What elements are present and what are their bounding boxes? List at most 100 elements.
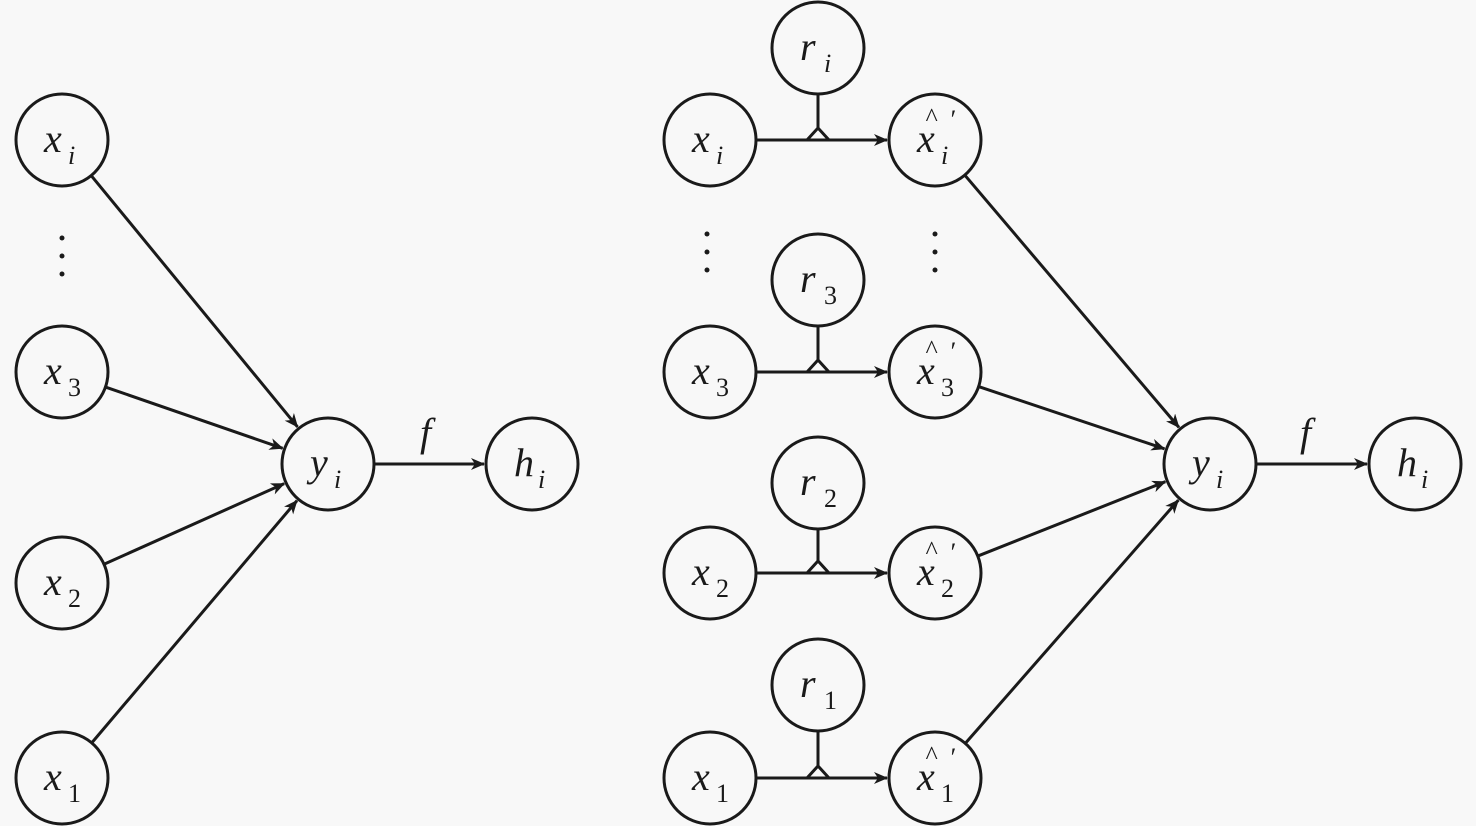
right-input-x_1-subscript: 1 (716, 779, 729, 808)
thinned-node-xhat_2-label: x (916, 549, 935, 594)
right-input-x_2-subscript: 2 (716, 574, 729, 603)
thinned-node-xhat_i-label: x (916, 116, 935, 161)
right-edge-xhat_3-to-y (978, 385, 1166, 451)
mask-node-r_2-label: r (800, 459, 816, 504)
right-sum-node-subscript: i (1216, 465, 1223, 494)
right-input-ellipsis (704, 231, 710, 273)
right-input-x_3-circle (662, 324, 758, 420)
thinned-node-xhat_2-hat: ^ (925, 536, 938, 565)
left-input-x_1-circle (14, 730, 110, 826)
ellipsis-dot (704, 249, 710, 255)
ellipsis-dot (704, 231, 710, 237)
left-input-x_3-label: x (43, 348, 62, 393)
left-input-x_2-subscript: 2 (68, 584, 81, 613)
mask-node-r_1-label: r (800, 661, 816, 706)
thinned-node-xhat_i-hat: ^ (925, 103, 938, 132)
right-edge-xhat_i-to-y (963, 174, 1181, 429)
left-input-x_i-subscript: i (68, 141, 75, 170)
right-output-node-subscript: i (1421, 465, 1428, 494)
right-activation-label: f (1300, 410, 1316, 455)
left-activation-label: f (420, 410, 436, 455)
left-sum-node-subscript: i (334, 465, 341, 494)
right-sum-node-circle (1162, 416, 1258, 512)
mask-node-r_2-circle (770, 435, 866, 531)
ellipsis-dot (59, 235, 65, 241)
right-input-x_1-circle (662, 730, 758, 826)
thinned-node-xhat_i-subscript: i (941, 141, 948, 170)
right-input-x_i-label: x (691, 116, 710, 161)
thinned-node-xhat_1-prime: ′ (949, 743, 955, 772)
left-input-x_3-circle (14, 324, 110, 420)
right-input-x_i-subscript: i (716, 141, 723, 170)
right-output-node-label: h (1397, 440, 1417, 485)
left-edge-x_i-to-y (90, 174, 299, 428)
thinned-node-xhat_2-circle (887, 525, 983, 621)
thinned-node-xhat_2-subscript: 2 (941, 574, 954, 603)
mask-node-r_i-subscript: i (824, 49, 831, 78)
thinned-node-xhat_2-prime: ′ (949, 538, 955, 567)
left-edge-x_3-to-y (104, 385, 284, 450)
left-input-x_3-subscript: 3 (68, 373, 81, 402)
right-input-x_3-label: x (691, 348, 710, 393)
left-input-x_i-label: x (43, 116, 62, 161)
mask-gate-icon (805, 125, 831, 142)
mask-gate-icon (805, 558, 831, 575)
thinned-node-xhat_1-hat: ^ (925, 741, 938, 770)
thinned-node-xhat_1-label: x (916, 754, 935, 799)
thinned-node-xhat_1-circle (887, 730, 983, 826)
left-input-x_1-subscript: 1 (68, 779, 81, 808)
ellipsis-dot (932, 267, 938, 273)
left-output-node-circle (484, 416, 580, 512)
ellipsis-dot (932, 231, 938, 237)
right-sum-node-label: y (1188, 440, 1210, 485)
mask-node-r_1-subscript: 1 (824, 686, 837, 715)
right-output-node-circle (1367, 416, 1463, 512)
ellipsis-dot (704, 267, 710, 273)
mask-gate-icon (805, 357, 831, 374)
thinned-node-xhat_i-circle (887, 92, 983, 188)
right-input-x_2-label: x (691, 549, 710, 594)
right-input-x_2-circle (662, 525, 758, 621)
mask-node-r_3-subscript: 3 (824, 281, 837, 310)
left-output-node-subscript: i (538, 465, 545, 494)
left-input-x_2-circle (14, 535, 110, 631)
mask-gate-icon (805, 763, 831, 780)
right-edge-xhat_1-to-y (964, 499, 1180, 745)
ellipsis-dot (59, 271, 65, 277)
left-sum-node-label: y (306, 440, 328, 485)
thinned-node-xhat_i-prime: ′ (949, 105, 955, 134)
mask-node-r_3-circle (770, 232, 866, 328)
left-edge-x_2-to-y (103, 482, 286, 566)
right-input-x_i-circle (662, 92, 758, 188)
mask-node-r_i-label: r (800, 24, 816, 69)
mask-node-r_1-circle (770, 637, 866, 733)
mask-node-r_2-subscript: 2 (824, 484, 837, 513)
thinned-node-xhat_3-circle (887, 324, 983, 420)
thinned-node-xhat_1-subscript: 1 (941, 779, 954, 808)
left-ellipsis (59, 235, 65, 277)
right-input-x_3-subscript: 3 (716, 373, 729, 402)
mask-node-r_i-circle (770, 0, 866, 96)
ellipsis-dot (59, 253, 65, 259)
left-input-x_i-circle (14, 92, 110, 188)
